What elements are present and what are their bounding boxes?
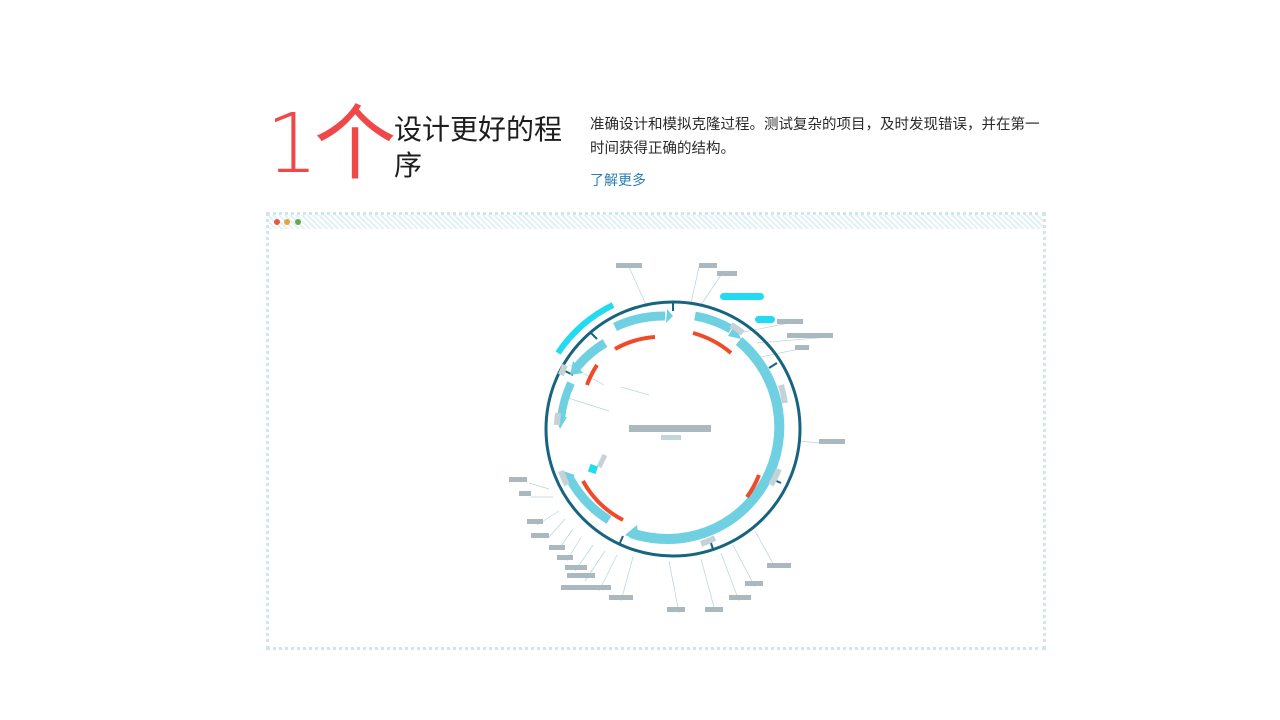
feature-left-middle xyxy=(557,381,575,420)
grey-segments xyxy=(554,322,788,547)
hero-number: 1个 xyxy=(266,97,396,192)
feature-label-placeholders xyxy=(509,263,845,612)
feature-top-right-arrow xyxy=(728,324,741,339)
hero-description: 准确设计和模拟克隆过程。测试复杂的项目，及时发现错误，并在第一时间获得正确的结构… xyxy=(590,117,1040,157)
feature-cyan-outer xyxy=(555,302,615,355)
close-dot-icon[interactable] xyxy=(274,219,280,225)
window-titlebar xyxy=(269,215,1043,229)
feature-arc-main-arrow xyxy=(625,525,639,541)
feature-arc-main xyxy=(629,337,785,545)
plasmid-map xyxy=(509,263,845,614)
feature-top-left xyxy=(613,311,666,332)
feature-left-upper xyxy=(573,339,608,370)
feature-top-left-arrow xyxy=(666,309,673,323)
minimize-dot-icon[interactable] xyxy=(284,219,290,225)
hero-title: 设计更好的程序 xyxy=(394,113,563,182)
feature-left-upper-arrow xyxy=(570,361,583,375)
feature-cyan-inner xyxy=(587,463,599,475)
feature-cyan-small xyxy=(755,316,775,323)
orange-features xyxy=(581,331,761,522)
feature-left-lower xyxy=(565,474,612,524)
plasmid-name-placeholder xyxy=(629,425,711,432)
feature-grey-inner xyxy=(596,453,608,469)
feature-top-right xyxy=(694,311,734,333)
app-window-preview xyxy=(266,212,1046,650)
learn-more-link[interactable]: 了解更多 xyxy=(590,173,646,189)
plasmid-size-placeholder xyxy=(661,435,681,440)
zoom-dot-icon[interactable] xyxy=(295,219,301,225)
feature-cyan-top xyxy=(720,293,764,300)
